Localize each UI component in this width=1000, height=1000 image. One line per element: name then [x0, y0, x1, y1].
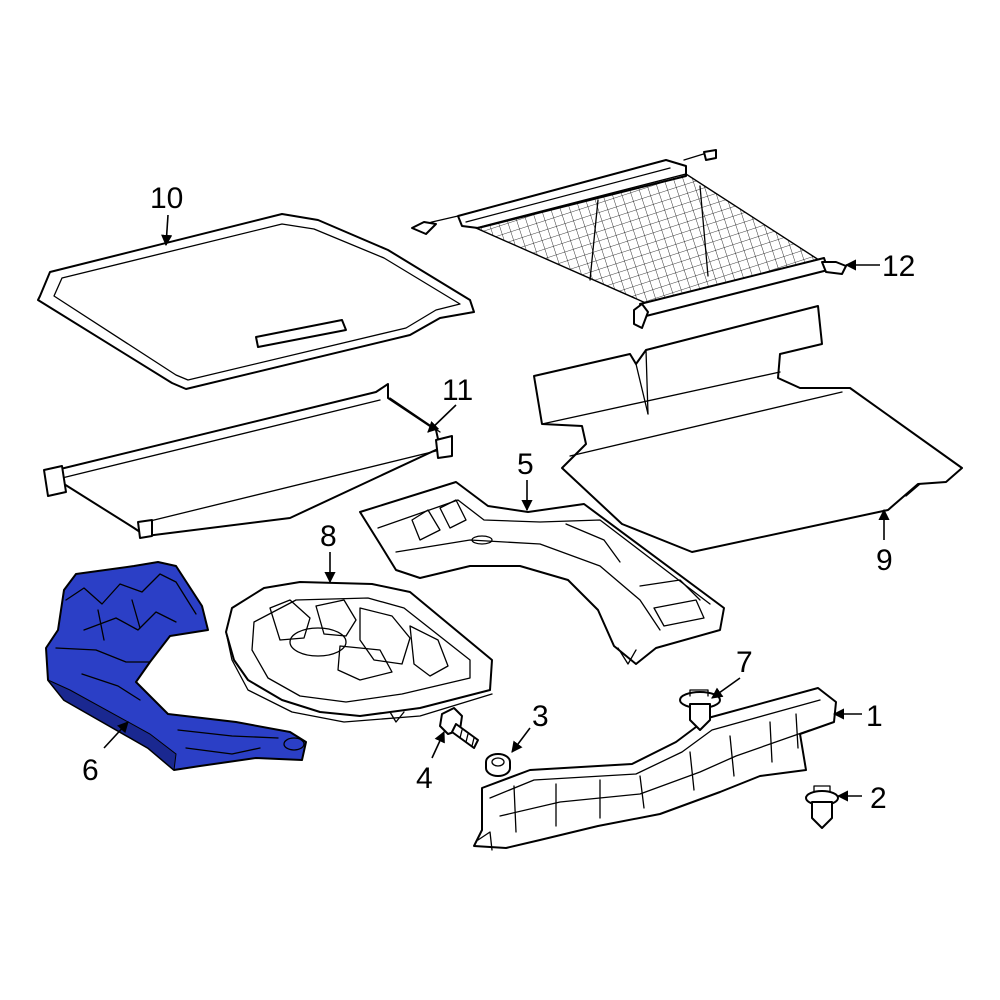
part-12-cargo-net[interactable]	[411, 149, 847, 329]
part-3-grommet[interactable]	[485, 753, 511, 777]
part-10-cargo-mat[interactable]	[37, 213, 475, 390]
callout-12: 12	[882, 250, 915, 283]
callout-8: 8	[320, 520, 337, 553]
callout-10: 10	[150, 182, 183, 215]
callout-2: 2	[870, 782, 887, 815]
callout-3: 3	[532, 700, 549, 733]
callout-5: 5	[517, 448, 534, 481]
part-9-floor-board[interactable]	[533, 305, 963, 553]
callout-labels: 10 12 11 5 9 8 6 7 1 2 3 4	[82, 182, 915, 815]
part-2-clip[interactable]	[805, 785, 839, 829]
part-5-wheel-tray[interactable]	[359, 481, 725, 665]
part-7-clip[interactable]	[679, 689, 721, 731]
part-11-tonneau-cover[interactable]	[43, 383, 453, 539]
part-6-foam-insert[interactable]	[45, 561, 307, 771]
callout-11: 11	[442, 374, 473, 407]
part-1-rear-trim-panel[interactable]	[473, 687, 837, 851]
part-8-tool-tray[interactable]	[225, 581, 493, 723]
callout-1: 1	[866, 700, 883, 733]
callout-9: 9	[876, 544, 893, 577]
callout-6: 6	[82, 754, 99, 787]
callout-7: 7	[736, 646, 753, 679]
leader-lines	[103, 214, 890, 802]
callout-4: 4	[416, 762, 433, 795]
part-4-bolt[interactable]	[439, 707, 479, 749]
